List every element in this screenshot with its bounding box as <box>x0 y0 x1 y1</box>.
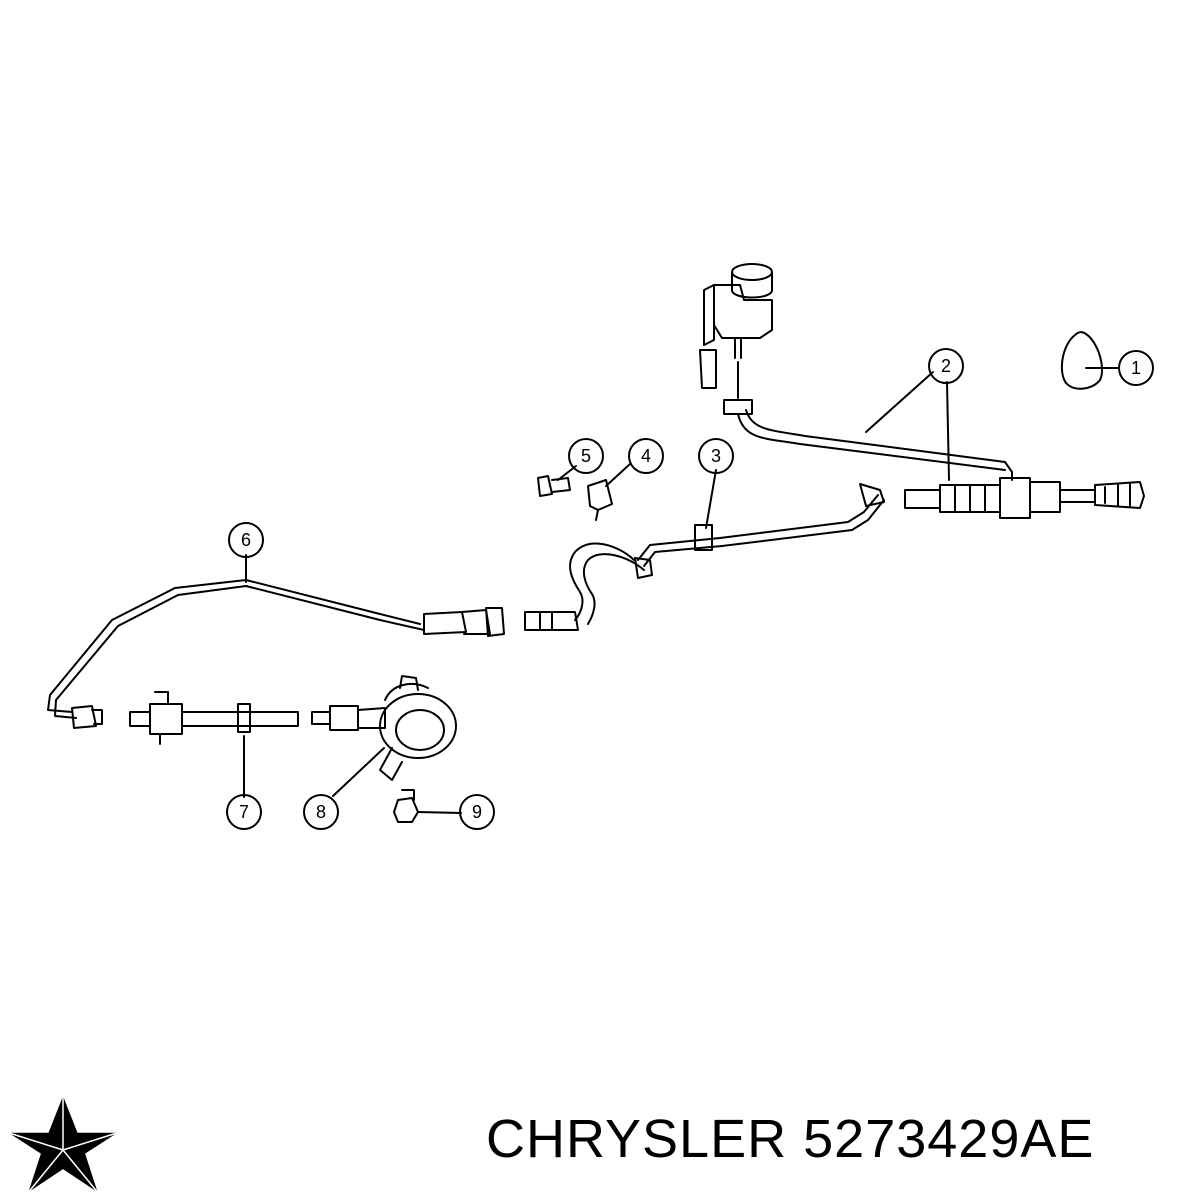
part-4-clip <box>587 479 613 521</box>
callout-circle-5 <box>568 438 604 474</box>
part-1-cap <box>1060 331 1104 390</box>
callout-circle-9 <box>459 794 495 830</box>
callout-circle-1 <box>1118 350 1154 386</box>
part-2-master-cylinder <box>699 263 1145 519</box>
part-5-bolt <box>537 475 571 497</box>
callout-label-6: 6 <box>241 530 251 550</box>
callout-circle-4 <box>628 438 664 474</box>
callout-label-2: 2 <box>941 356 951 376</box>
callout-circle-6 <box>228 522 264 558</box>
leader-lines <box>243 367 1119 814</box>
callout-label-9: 9 <box>472 802 482 822</box>
part-number: 5273429AE <box>803 1109 1095 1169</box>
callout-circle-7 <box>226 794 262 830</box>
callout-label-7: 7 <box>239 802 249 822</box>
part-9-bolt <box>393 789 419 823</box>
callout-label-3: 3 <box>711 446 721 466</box>
callout-label-4: 4 <box>641 446 651 466</box>
callout-label-1: 1 <box>1131 358 1141 378</box>
callout-circle-8 <box>303 794 339 830</box>
callout-circle-3 <box>698 438 734 474</box>
part-3-hydraulic-line <box>524 483 885 631</box>
callout-label-5: 5 <box>581 446 591 466</box>
callout-circle-2 <box>928 348 964 384</box>
callout-label-8: 8 <box>316 802 326 822</box>
brand-name: CHRYSLER <box>486 1109 788 1169</box>
part-6-tube <box>47 579 505 729</box>
part-caption: CHRYSLER 5273429AE <box>486 1108 1094 1170</box>
part-8-slave-cylinder <box>311 675 457 781</box>
part-7-connector-tube <box>129 691 299 745</box>
chrysler-pentastar-logo <box>3 1091 123 1196</box>
